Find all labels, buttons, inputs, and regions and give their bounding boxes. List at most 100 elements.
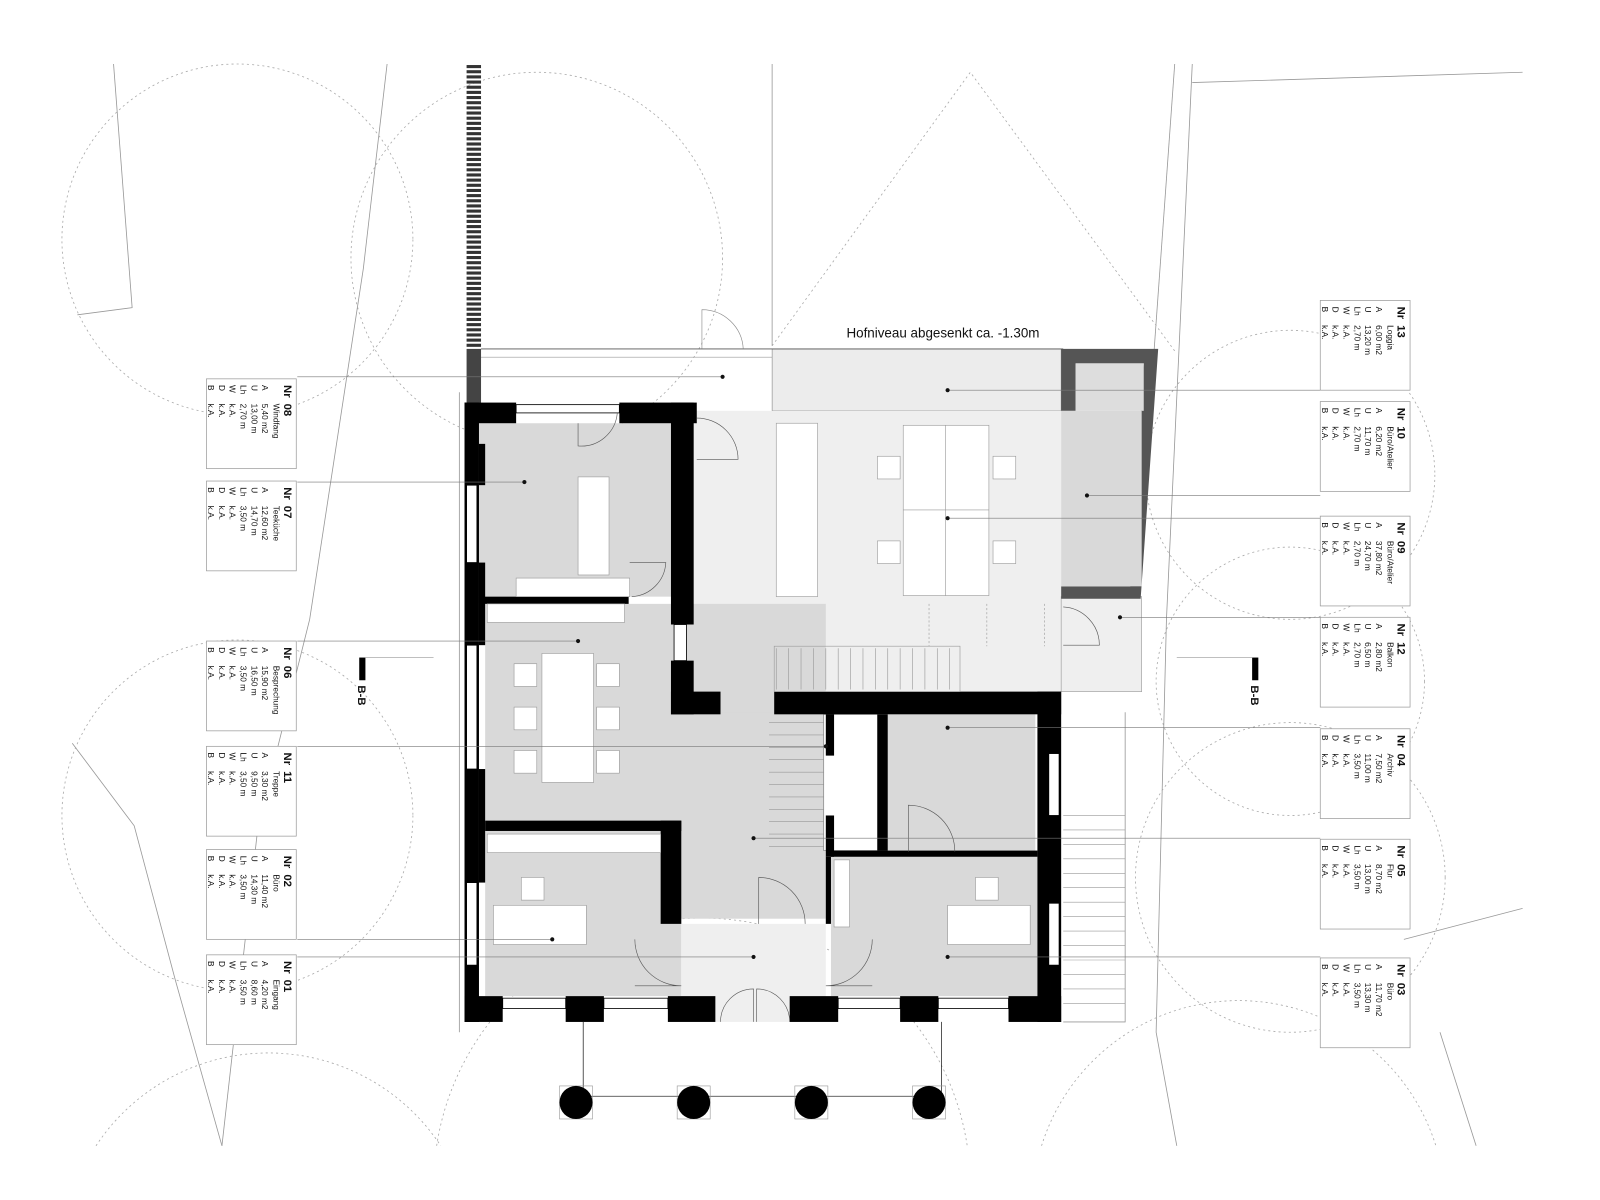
- field-key-d: D: [217, 647, 226, 653]
- section-marker-right: [1252, 657, 1259, 681]
- room-marker-dot: [720, 374, 725, 379]
- field-key-b: B: [1320, 845, 1329, 851]
- field-value-d: k.A.: [217, 980, 226, 994]
- fence-slat: [466, 199, 482, 203]
- field-key-a: A: [1374, 408, 1383, 414]
- label-box: [1319, 728, 1411, 819]
- fence-slat: [466, 126, 482, 131]
- field-value-a: 3,30 m2: [260, 771, 269, 801]
- room-number: 06: [281, 666, 293, 679]
- field-value-a: 37,80 m2: [1374, 541, 1383, 576]
- fence-slat: [466, 271, 482, 275]
- fence-slat: [466, 297, 482, 301]
- field-key-u: U: [1363, 522, 1372, 528]
- fence-slat: [466, 266, 482, 270]
- field-key-a: A: [1374, 735, 1383, 741]
- field-key-w: W: [1341, 623, 1350, 631]
- room-name: Büro: [1385, 983, 1394, 1001]
- fence-slat: [466, 328, 482, 332]
- fence-slat: [466, 292, 482, 296]
- section-label-right: B-B: [1248, 685, 1260, 705]
- field-value-w: k.A.: [1341, 541, 1350, 555]
- room-number: 05: [1395, 864, 1407, 877]
- fence-slat: [466, 152, 482, 156]
- field-key-d: D: [217, 961, 226, 967]
- room-nr-label: Nr: [281, 856, 293, 869]
- label-box: [206, 480, 297, 572]
- fence-slat: [466, 96, 482, 100]
- field-value-w: k.A.: [1341, 864, 1350, 878]
- fence-slat: [466, 173, 482, 177]
- field-key-w: W: [1341, 845, 1350, 853]
- gate-door: [701, 309, 744, 349]
- field-key-u: U: [249, 856, 258, 862]
- field-value-a: 8,70 m2: [1374, 864, 1383, 894]
- field-key-d: D: [1331, 623, 1340, 629]
- room-marker-dot: [945, 516, 950, 521]
- field-value-d: k.A.: [1331, 642, 1340, 656]
- field-value-a: 11,40 m2: [260, 874, 269, 908]
- label-box: [206, 745, 297, 837]
- fence-slat: [466, 286, 482, 291]
- field-value-d: k.A.: [1331, 754, 1340, 768]
- field-key-u: U: [249, 385, 258, 391]
- field-value-u: 14,70 m: [249, 506, 258, 536]
- label-box: [1319, 957, 1411, 1049]
- label-box: [1319, 515, 1411, 607]
- fence-slat: [466, 209, 482, 213]
- field-value-u: 13,00 m: [1363, 864, 1372, 894]
- field-key-b: B: [206, 856, 215, 862]
- room-marker-dot: [576, 638, 581, 644]
- field-value-w: k.A.: [228, 506, 237, 520]
- field-key-a: A: [260, 961, 269, 967]
- room-number: 08: [281, 404, 293, 417]
- room-marker-dot: [823, 744, 828, 749]
- field-value-d: k.A.: [217, 506, 226, 520]
- fence-slat: [466, 333, 482, 337]
- room-marker-dot: [1117, 615, 1123, 620]
- field-key-d: D: [1331, 964, 1340, 970]
- field-value-u: 8,60 m: [249, 980, 258, 1005]
- field-value-a: 12,60 m2: [260, 506, 269, 541]
- room-marker-dot: [522, 480, 527, 485]
- field-value-b: k.A.: [206, 771, 215, 785]
- field-key-d: D: [217, 753, 226, 759]
- field-key-w: W: [1341, 522, 1350, 530]
- label-box: [206, 378, 297, 470]
- fence-slat: [466, 214, 482, 218]
- room-marker-dot: [945, 725, 950, 730]
- field-value-lh: 3,50 m: [239, 666, 248, 691]
- fence-slat: [466, 80, 482, 84]
- field-key-lh: Lh: [1352, 408, 1361, 418]
- room-number: 13: [1395, 325, 1407, 338]
- field-key-a: A: [1374, 845, 1383, 851]
- field-key-b: B: [206, 753, 215, 759]
- field-key-a: A: [1374, 623, 1383, 629]
- room-marker-dot: [751, 954, 756, 959]
- fence-slat: [466, 256, 482, 260]
- field-key-w: W: [228, 647, 237, 655]
- field-value-b: k.A.: [206, 506, 215, 520]
- field-key-b: B: [206, 647, 215, 653]
- fence-slat: [466, 204, 482, 208]
- room-nr-label: Nr: [1395, 307, 1407, 320]
- field-key-w: W: [1341, 408, 1350, 416]
- portico: [559, 1021, 946, 1120]
- field-value-w: k.A.: [1341, 754, 1350, 768]
- field-value-b: k.A.: [206, 666, 215, 680]
- field-key-lh: Lh: [239, 487, 248, 497]
- field-key-lh: Lh: [1352, 845, 1361, 855]
- room-name: Treppe: [272, 771, 281, 797]
- field-key-a: A: [260, 647, 269, 653]
- field-key-b: B: [206, 961, 215, 967]
- fence-slat: [466, 75, 482, 79]
- label-box: [206, 954, 297, 1046]
- field-value-u: 6,50 m: [1363, 642, 1372, 667]
- field-value-w: k.A.: [228, 980, 237, 994]
- field-value-d: k.A.: [1331, 325, 1340, 339]
- field-value-lh: 3,50 m: [239, 874, 248, 899]
